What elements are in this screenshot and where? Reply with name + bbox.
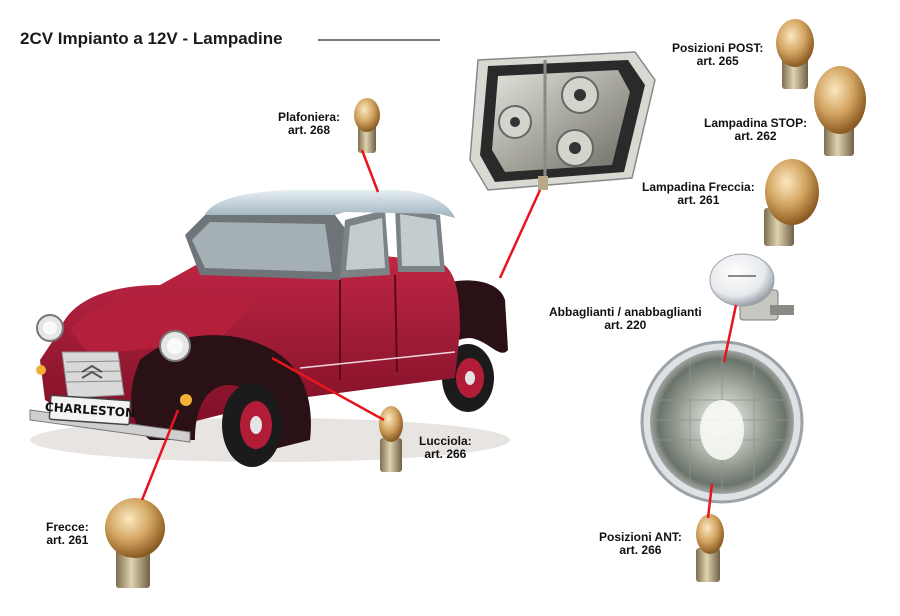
headlamp-reflector (640, 340, 804, 504)
leader-lines (140, 149, 738, 519)
tail-lamp-unit (469, 51, 656, 191)
label-lucciola-name: Lucciola: (419, 434, 472, 448)
label-posizioni-post: Posizioni POST: art. 265 (672, 42, 763, 68)
bulb-plafoniera (354, 98, 380, 153)
page-title: 2CV Impianto a 12V - Lampadine (20, 29, 283, 48)
label-frecce-name: Frecce: (46, 520, 89, 534)
bulb-frecce (105, 498, 165, 588)
label-lucciola: Lucciola: art. 266 (419, 435, 472, 461)
label-stop-name: Lampadina STOP: (704, 116, 808, 130)
bulb-freccia (764, 159, 819, 246)
label-abbaglianti-art: art. 220 (604, 318, 647, 332)
label-posizioni-ant: Posizioni ANT: art. 266 (599, 531, 682, 557)
title-rule (318, 39, 440, 41)
label-stop-art: art. 262 (734, 129, 777, 143)
bulb-posizioni-post (776, 19, 814, 89)
label-freccia: Lampadina Freccia: art. 261 (642, 181, 755, 207)
label-stop: Lampadina STOP: art. 262 (704, 117, 807, 143)
leader-abbaglianti (722, 304, 738, 363)
leader-frecce (140, 409, 180, 501)
label-abbaglianti: Abbaglianti / anabbaglianti art. 220 (549, 306, 702, 332)
label-abbaglianti-name: Abbaglianti / anabbaglianti (549, 305, 702, 319)
label-posizioni-ant-art: art. 266 (619, 543, 662, 557)
label-freccia-name: Lampadina Freccia: (642, 180, 755, 194)
bulb-stop (814, 66, 866, 156)
label-posizioni-post-art: art. 265 (696, 54, 739, 68)
car-illustration: CHARLESTON (29, 190, 510, 467)
bulb-abbaglianti (709, 253, 794, 321)
label-plafoniera: Plafoniera: art. 268 (278, 111, 340, 137)
label-posizioni-ant-name: Posizioni ANT: (599, 530, 682, 544)
leader-tail-lamp (498, 189, 542, 279)
label-frecce: Frecce: art. 261 (46, 521, 89, 547)
label-plafoniera-name: Plafoniera: (278, 110, 341, 124)
leader-posizioni-ant (706, 483, 714, 519)
label-frecce-art: art. 261 (46, 533, 89, 547)
label-lucciola-art: art. 266 (424, 447, 467, 461)
leader-plafoniera (360, 149, 380, 193)
label-plafoniera-art: art. 268 (287, 123, 331, 137)
bulb-posizioni-ant (696, 514, 724, 582)
label-posizioni-post-name: Posizioni POST: (672, 41, 764, 55)
leader-lucciola (271, 356, 385, 422)
charleston-plate: CHARLESTON (44, 400, 135, 420)
bulb-lucciola (379, 406, 403, 472)
label-freccia-art: art. 261 (677, 193, 720, 207)
